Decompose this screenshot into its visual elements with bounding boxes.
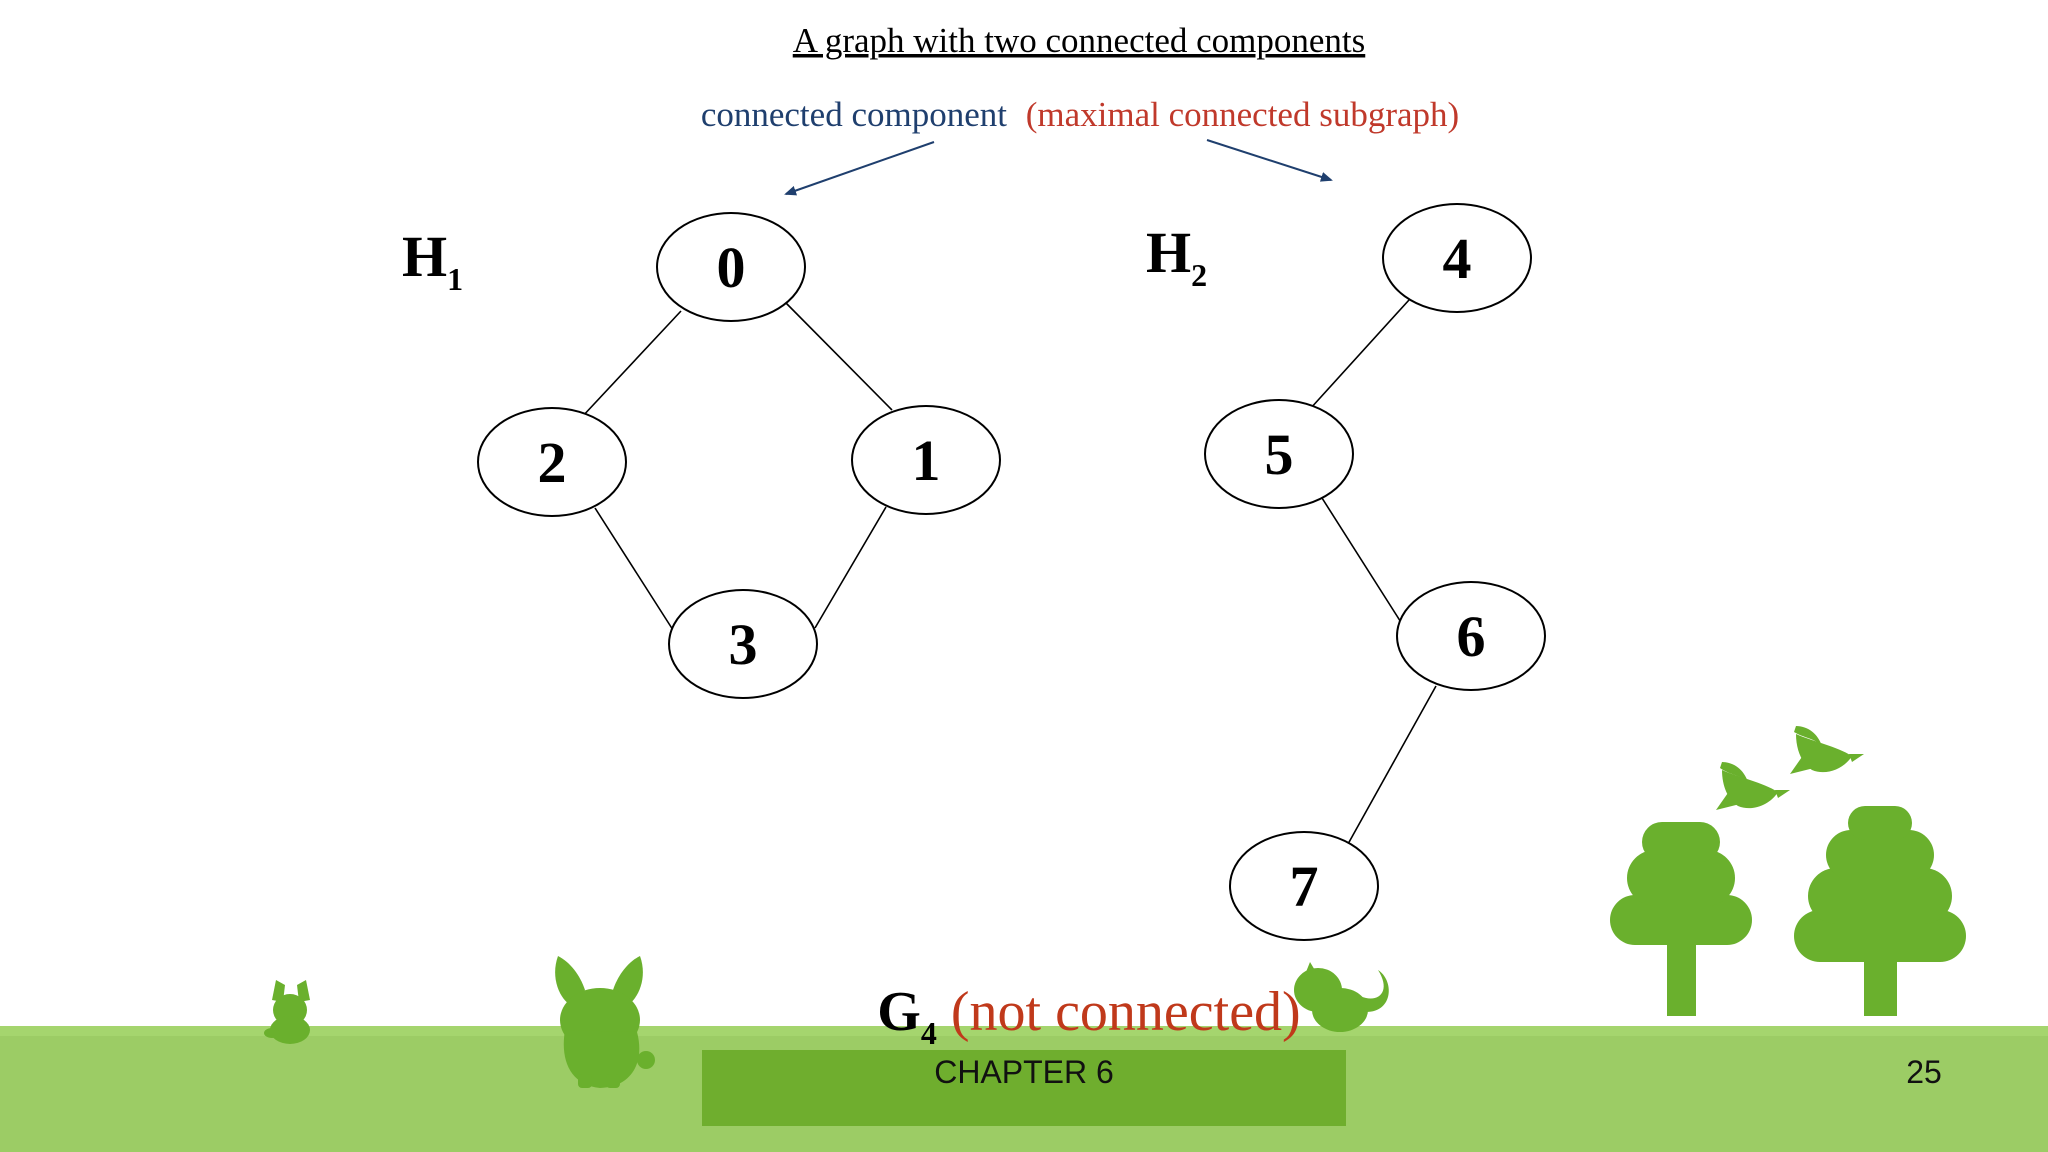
bird-icon xyxy=(1790,726,1864,774)
node-label: 1 xyxy=(912,428,941,493)
slide-title: A graph with two connected components xyxy=(793,21,1366,60)
edge-4-5 xyxy=(1309,299,1410,410)
node-4: 4 xyxy=(1382,203,1532,313)
edge-1-3 xyxy=(814,506,887,629)
caption-subscript: 4 xyxy=(921,1015,937,1051)
rabbit-silhouette xyxy=(555,956,655,1088)
node-0: 0 xyxy=(656,212,806,322)
arrow-to-h2 xyxy=(1206,139,1333,182)
component-label-h1: H1 xyxy=(402,224,463,297)
node-label: 0 xyxy=(717,235,746,300)
caption-suffix: (not connected) xyxy=(951,981,1301,1043)
annotation-paren: (maximal connected subgraph) xyxy=(1026,95,1459,134)
grass-shade xyxy=(0,1026,2048,1036)
node-label: 4 xyxy=(1443,226,1472,291)
node-2: 2 xyxy=(477,407,627,517)
squirrel-silhouette xyxy=(1294,962,1389,1032)
bunny-silhouette xyxy=(264,980,310,1044)
node-3: 3 xyxy=(668,589,818,699)
node-label: 7 xyxy=(1290,854,1319,919)
chapter-label: CHAPTER 6 xyxy=(934,1054,1114,1090)
node-7: 7 xyxy=(1229,831,1379,941)
bird-icon xyxy=(1716,762,1790,810)
graph-edges xyxy=(580,299,1437,845)
edge-2-3 xyxy=(594,507,674,631)
node-5: 5 xyxy=(1204,399,1354,509)
edge-0-1 xyxy=(785,302,893,411)
tree-icon xyxy=(1610,822,1752,1016)
edge-5-6 xyxy=(1321,497,1405,628)
node-label: 6 xyxy=(1457,604,1486,669)
annotation-main: connected component xyxy=(701,95,1007,134)
page-number: 25 xyxy=(1906,1054,1942,1090)
graph-caption: G4 (not connected) xyxy=(877,981,1300,1051)
chapter-box xyxy=(702,1050,1346,1126)
annotation: connected component (maximal connected s… xyxy=(701,95,1459,134)
tree-icon xyxy=(1794,806,1966,1016)
node-6: 6 xyxy=(1396,581,1546,691)
graph-nodes: 0 1 2 3 4 5 6 7 xyxy=(477,203,1546,941)
arrow-to-h1 xyxy=(784,141,935,196)
edge-6-7 xyxy=(1347,685,1437,845)
node-label: 2 xyxy=(538,430,567,495)
node-label: 5 xyxy=(1265,422,1294,487)
node-label: 3 xyxy=(729,612,758,677)
node-1: 1 xyxy=(851,405,1001,515)
component-label-h2: H2 xyxy=(1146,220,1207,293)
edge-0-2 xyxy=(580,310,682,419)
caption-label: G xyxy=(877,981,921,1043)
